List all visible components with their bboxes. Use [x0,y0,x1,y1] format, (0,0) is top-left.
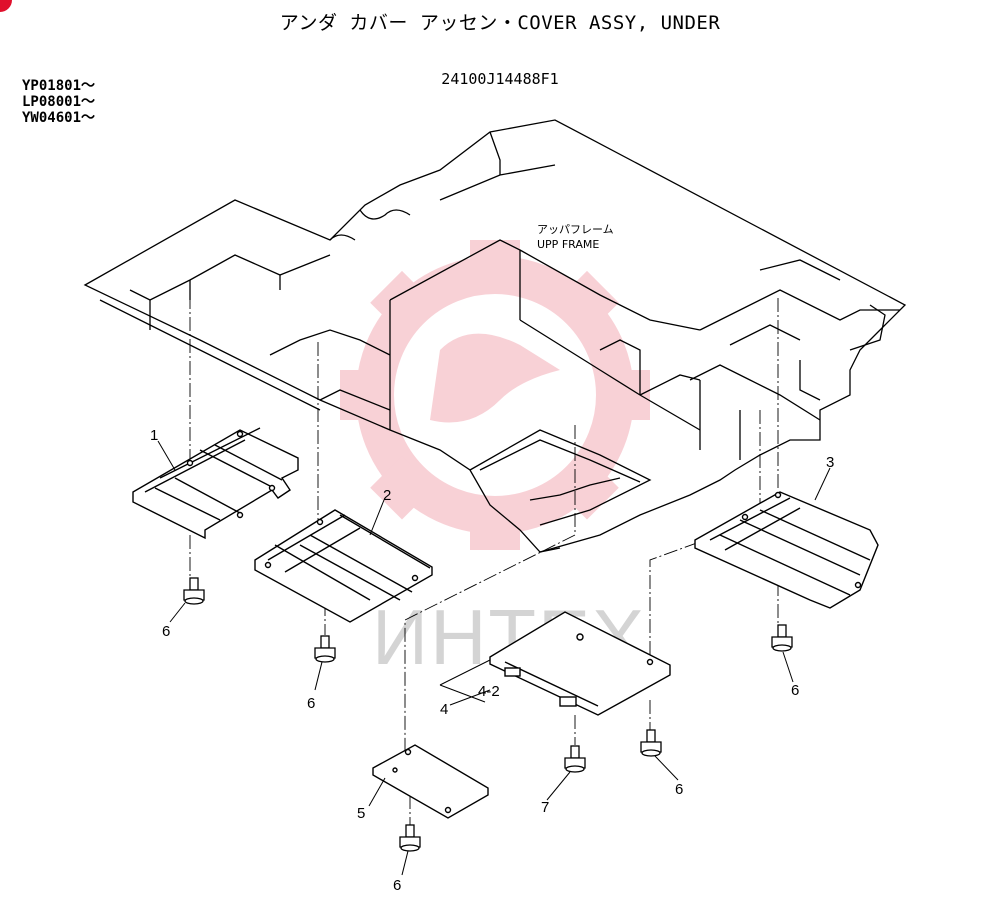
serial-ranges: YP01801～ LP08001～ YW04601～ [22,78,95,126]
watermark-logo [340,240,650,550]
bolt-icon [771,624,793,652]
bolt-icon [640,729,662,757]
callout-1: 1 [150,427,158,444]
callout-6: 6 [393,877,401,894]
callout-6: 6 [162,623,170,640]
part-number: 24100J14488F1 [441,70,559,88]
upper-frame [83,119,907,553]
bolt-icon [183,577,205,605]
part-4-2-plate [439,659,491,703]
assembly-lines [189,295,779,825]
callout-7: 7 [541,799,549,816]
callout-5: 5 [357,805,365,822]
callout-2: 2 [383,487,391,504]
bolts [183,577,793,852]
frame-label-jp: アッパフレーム [537,223,614,236]
callout-6: 6 [791,682,799,699]
cover-3 [694,491,879,609]
cover-1 [132,427,299,540]
frame-label-en: UPP FRAME [537,238,599,251]
callout-6: 6 [675,781,683,798]
cover-4 [489,611,671,716]
cover-2 [254,509,433,623]
bolt-icon [564,745,586,773]
bolt-icon [399,824,421,852]
cover-5 [372,744,489,819]
bolt-icon [314,635,336,663]
diagram-title: アンダ カバー アッセン・COVER ASSY, UNDER [279,12,721,34]
callout-4: 4 [440,701,448,718]
leader-lines [157,440,831,876]
callout-4-2: 4-2 [478,683,500,700]
serial-range: YW04601～ [22,110,96,126]
serial-range: YP01801～ [22,78,96,94]
callout-3: 3 [826,454,834,471]
serial-range: LP08001～ [22,94,96,110]
callout-6: 6 [307,695,315,712]
